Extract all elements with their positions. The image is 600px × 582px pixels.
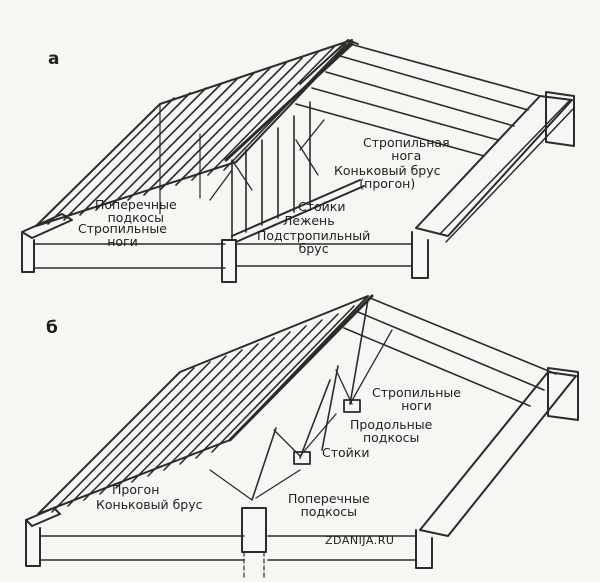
panel-b-braces — [209, 329, 393, 501]
label-a-poperechnye-podkosy: Поперечные подкосы — [95, 197, 177, 225]
panel-a-drawing — [21, 39, 575, 283]
label-a-podstropilny-brus: Подстропильный брус — [257, 228, 371, 256]
label-b-progon: Прогон — [112, 482, 160, 497]
panel-a-gable — [159, 103, 201, 215]
label-b-prodolnye-podkosy: Продольные подкосы — [350, 417, 433, 445]
panel-a-left-rafters — [47, 43, 347, 225]
label-b-poperechnye-podkosy: Поперечные подкосы — [288, 491, 370, 519]
label-b-stropilnye-nogi: Стропильные ноги — [372, 385, 461, 413]
panel-a-posts — [231, 101, 311, 241]
panel-b-left-rafters — [51, 305, 355, 513]
label-b-stoyki: Стойки — [322, 445, 370, 460]
panel-b-letter: б — [46, 318, 58, 338]
label-a-stoyki: Стойки — [298, 199, 346, 214]
panel-b-drawing — [25, 294, 579, 581]
label-a-lezhen: Лежень — [283, 213, 335, 228]
label-a-stropilnaya-noga: Стропильная нога — [363, 135, 450, 163]
panel-a-braces — [209, 119, 325, 201]
panel-a-right-rafters — [295, 43, 541, 157]
panel-b-posts — [251, 299, 369, 501]
watermark: ZDANIJA.RU — [325, 534, 395, 547]
panel-b-right-rafters — [343, 297, 557, 407]
panel-a-letter: а — [48, 49, 60, 69]
label-a-stropilnye-nogi: Стропильные ноги — [78, 221, 167, 249]
label-a-konkovy-brus: Коньковый брус (прогон) — [334, 163, 441, 191]
label-b-konkovy-brus: Коньковый брус — [96, 497, 203, 512]
